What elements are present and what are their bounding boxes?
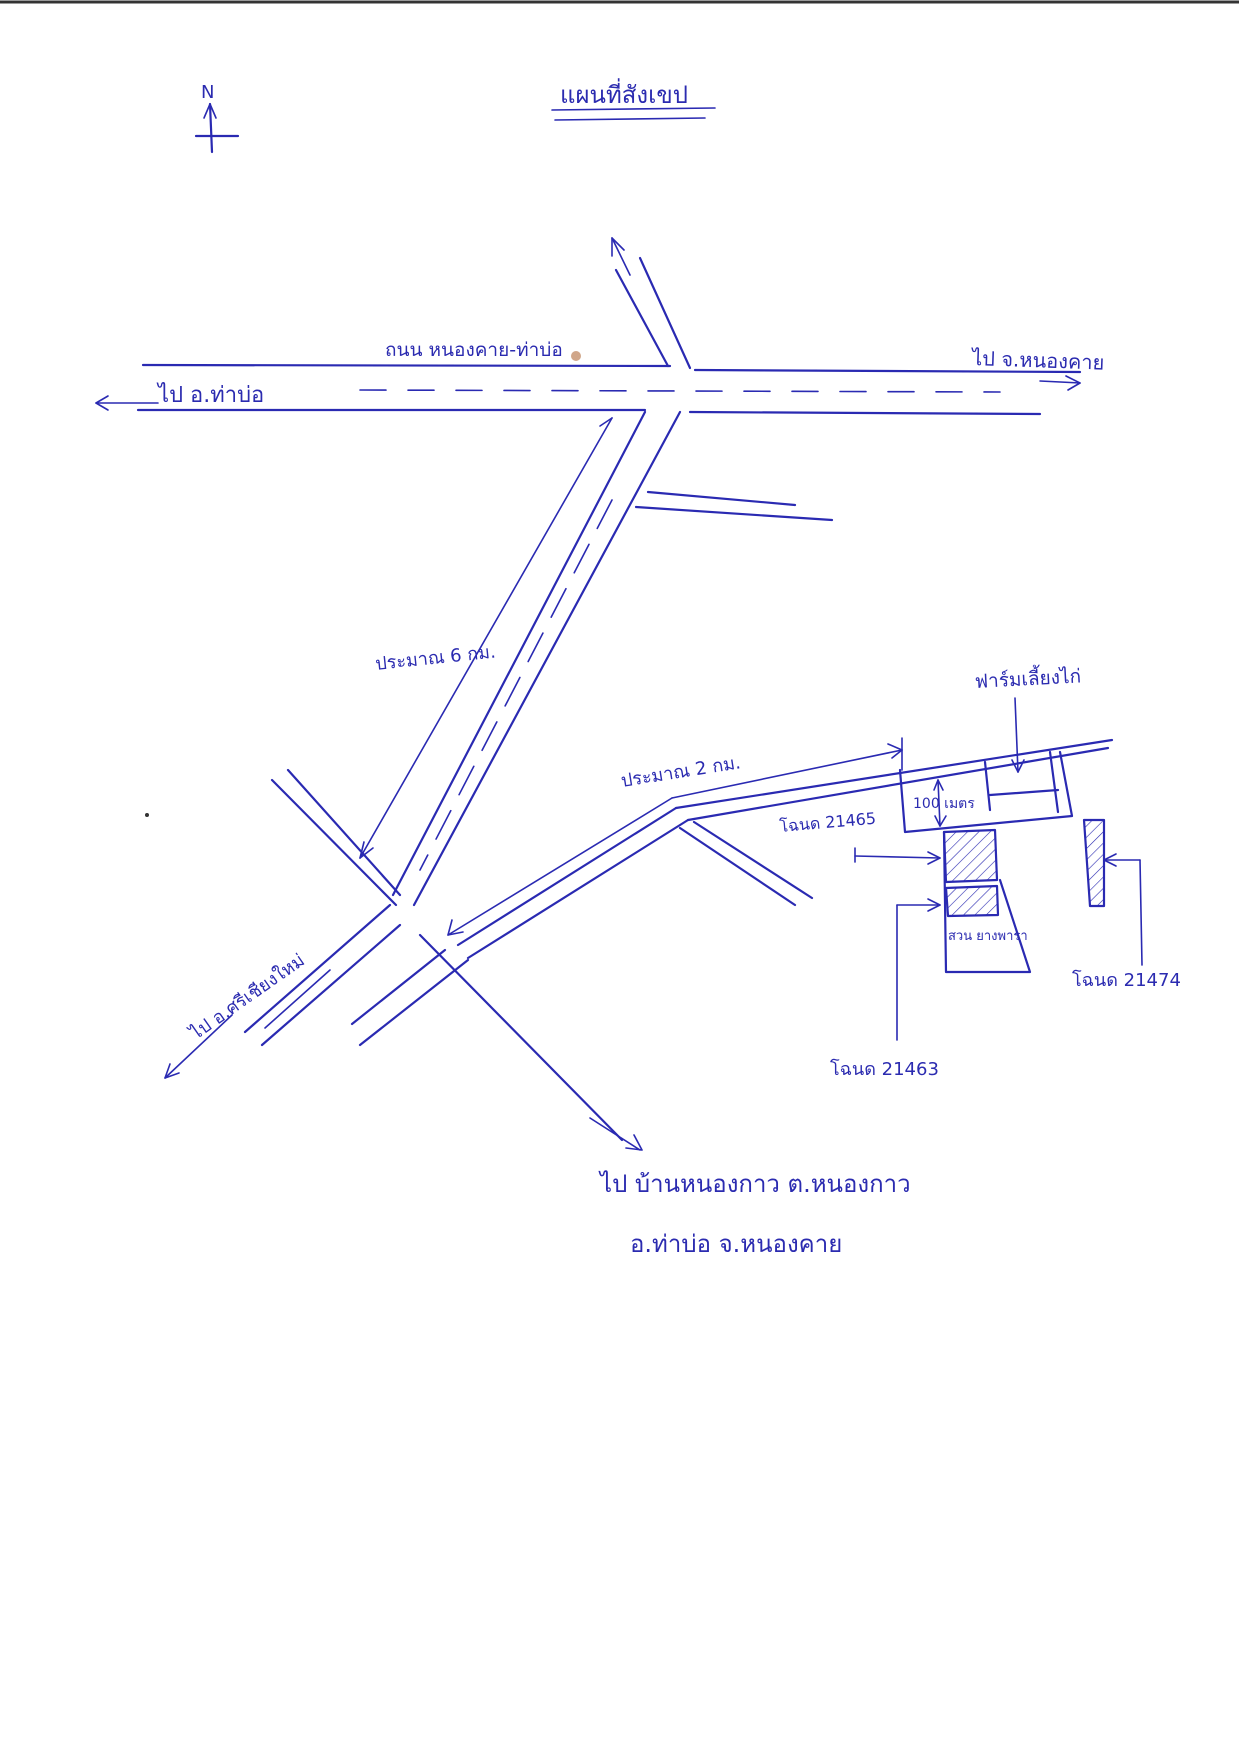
stain-mark <box>571 351 581 361</box>
to-west-label: ไป อ.ท่าบ่อ <box>156 382 264 408</box>
distance-6km-label: ประมาณ 6 กม. <box>374 641 496 675</box>
deed-21465-pointer <box>854 847 941 865</box>
deed-21463-label: โฉนด 21463 <box>830 1058 939 1080</box>
diagonal-road <box>391 410 682 907</box>
garden-label: สวน ยางพารา <box>948 929 1028 944</box>
title-underline <box>551 107 716 111</box>
destination-line2: อ.ท่าบ่อ จ.หนองคาย <box>630 1230 842 1258</box>
top-road-label: ถนน หนองคาย-ท่าบ่อ <box>385 339 563 361</box>
stray-ink-dot <box>145 813 149 817</box>
destination-line1: ไป บ้านหนองกาว ต.หนองกาว <box>598 1170 911 1198</box>
southeast-arrow-icon <box>625 1134 643 1151</box>
main-road <box>136 363 1082 416</box>
distance-2km-dimension <box>447 737 903 936</box>
distance-100m-label: 100 เมตร <box>913 796 975 812</box>
deed-21465-label: โฉนด 21465 <box>779 809 877 836</box>
east-arrow-icon <box>1039 375 1081 391</box>
distance-2km-label: ประมาณ 2 กม. <box>619 752 742 792</box>
map-title: แผนที่สังเขป <box>560 78 688 109</box>
west-arrow-icon <box>95 395 159 411</box>
farm-access-road <box>456 738 1114 960</box>
north-arrow-icon: N <box>194 82 240 154</box>
to-east-label: ไป จ.หนองคาย <box>970 346 1105 375</box>
southwest-arrow-icon <box>164 1014 233 1079</box>
lower-crossroads <box>243 768 641 1151</box>
deed-21474-label: โฉนด 21474 <box>1072 969 1181 991</box>
chicken-farm-pointer <box>1011 697 1025 773</box>
deed-21474-pointer <box>1103 853 1143 966</box>
side-branch-road <box>634 490 834 522</box>
title-underline-2 <box>554 117 706 121</box>
chicken-farm-label: ฟาร์มเลี้ยงไก่ <box>974 662 1082 693</box>
distance-6km-dimension <box>359 417 613 859</box>
north-road-stub <box>611 237 692 370</box>
property-parcels <box>898 750 1106 974</box>
svg-text:N: N <box>201 82 214 103</box>
deed-21463-pointer <box>896 898 941 1041</box>
